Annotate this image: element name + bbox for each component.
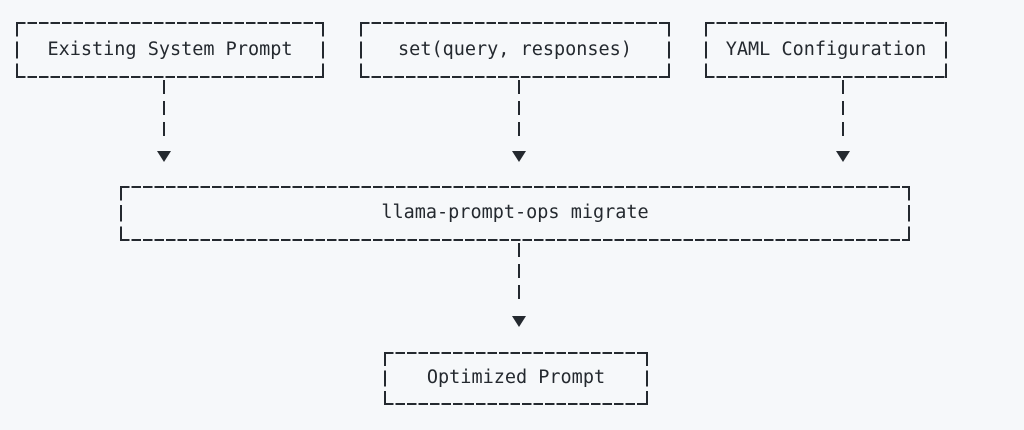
node-yaml-label: YAML Configuration — [725, 38, 927, 60]
arrow-line-migrate-to-optimized — [518, 243, 520, 303]
node-optimized-prompt: Optimized Prompt — [384, 352, 648, 405]
node-yaml-configuration: YAML Configuration — [705, 22, 947, 78]
arrow-head-icon — [512, 316, 526, 327]
node-llama-prompt-ops-migrate: llama-prompt-ops migrate — [120, 186, 910, 241]
node-migrate-label: llama-prompt-ops migrate — [381, 202, 649, 224]
node-dataset-label: set(query, responses) — [398, 38, 632, 60]
arrow-line-yaml-to-migrate — [842, 80, 844, 140]
node-existing-system-prompt: Existing System Prompt — [16, 22, 324, 78]
arrow-head-icon — [836, 151, 850, 162]
node-existing-label: Existing System Prompt — [47, 38, 293, 60]
arrow-line-existing-to-migrate — [163, 80, 165, 140]
node-dataset-set-query-responses: set(query, responses) — [360, 22, 670, 78]
arrow-head-icon — [157, 151, 171, 162]
arrow-head-icon — [512, 151, 526, 162]
arrow-line-dataset-to-migrate — [518, 80, 520, 140]
node-optimized-label: Optimized Prompt — [426, 367, 606, 389]
